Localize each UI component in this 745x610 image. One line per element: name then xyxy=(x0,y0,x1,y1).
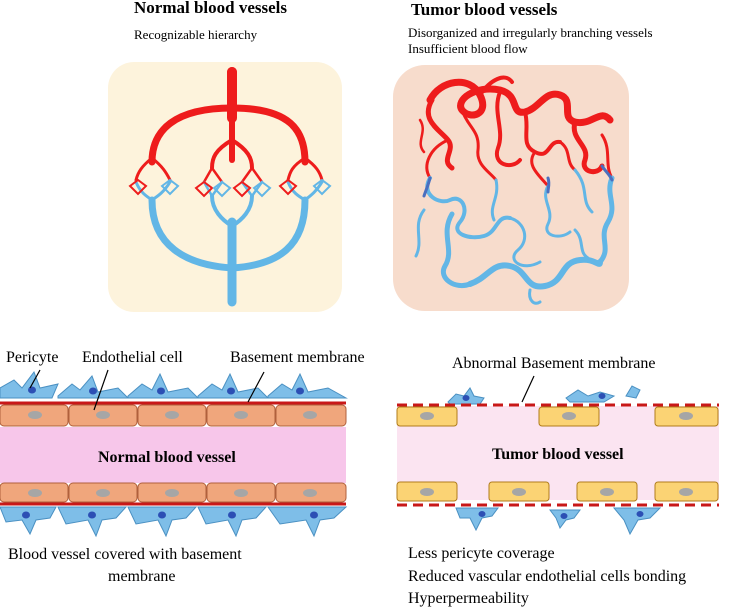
tumor-panel-background xyxy=(393,65,629,311)
normal-vessels-subtitle: Recognizable hierarchy xyxy=(134,27,258,42)
tumor-caption-line-2: Reduced vascular endothelial cells bondi… xyxy=(408,568,687,585)
tumor-vessel-label: Tumor blood vessel xyxy=(492,446,624,463)
pericyte-label: Pericyte xyxy=(6,349,59,366)
basement-leader xyxy=(247,371,265,403)
normal-caption-line-2: membrane xyxy=(108,568,176,585)
endothelial-leader xyxy=(93,369,109,411)
pericyte-leader xyxy=(29,369,41,389)
tumor-caption-line-1: Less pericyte coverage xyxy=(408,545,555,562)
abnormal-basement-label: Abnormal Basement membrane xyxy=(452,355,656,372)
bottom-pericyte-row xyxy=(0,506,348,538)
normal-vessel-tree xyxy=(108,62,342,312)
normal-panel-background xyxy=(108,62,342,312)
normal-vessel-section xyxy=(0,369,348,538)
tumor-top-endothelial-row xyxy=(396,406,719,427)
basement-membrane-label: Basement membrane xyxy=(230,349,365,366)
tumor-vessel-section xyxy=(396,375,719,536)
tumor-caption-line-3: Hyperpermeability xyxy=(408,590,529,607)
normal-vessel-lumen xyxy=(0,427,346,483)
normal-vessels-title: Normal blood vessels xyxy=(134,0,287,17)
top-pericyte-row xyxy=(0,370,348,399)
tumor-vessels-subtitle-1: Disorganized and irregularly branching v… xyxy=(408,25,653,40)
tumor-vessels-title: Tumor blood vessels xyxy=(411,0,558,19)
tumor-vessel-tangle xyxy=(393,65,629,311)
normal-vessel-label: Normal blood vessel xyxy=(98,449,236,466)
normal-caption-line-1: Blood vessel covered with basement xyxy=(8,546,242,563)
endothelial-cell-label: Endothelial cell xyxy=(82,349,183,366)
abnormal-basement-leader xyxy=(521,375,535,403)
tumor-vessels-subtitle-2: Insufficient blood flow xyxy=(408,41,528,56)
